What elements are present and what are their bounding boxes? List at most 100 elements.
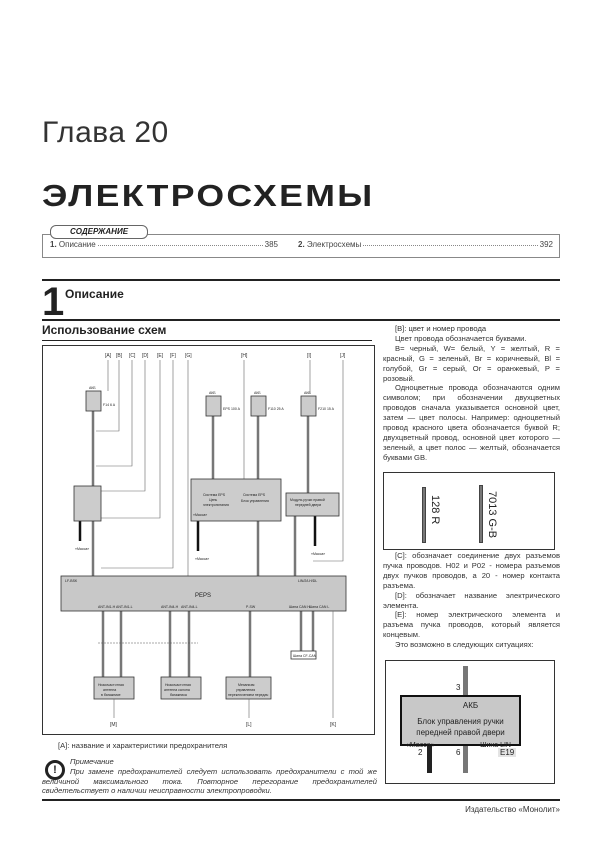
svg-text:в багажнике: в багажнике	[101, 693, 121, 697]
divider	[42, 340, 372, 341]
svg-text:P-SW: P-SW	[246, 605, 256, 609]
svg-text:АКБ: АКБ	[209, 391, 216, 395]
element-example-figure: АКБ Блок управления ручки передней право…	[385, 660, 555, 784]
svg-text:«Масса»: «Масса»	[311, 552, 325, 556]
svg-text:Цепь: Цепь	[209, 498, 217, 502]
section-title: Описание	[65, 287, 124, 301]
lightbulb-icon: !	[45, 760, 65, 780]
wire-icon	[427, 745, 432, 773]
svg-text:электропитания: электропитания	[203, 503, 229, 507]
svg-text:«Масса»: «Масса»	[193, 513, 207, 517]
lin-label: Шина LIN	[480, 742, 511, 749]
table-of-contents	[42, 234, 560, 258]
akb-label: АКБ	[462, 701, 479, 710]
svg-text:передней двери: передней двери	[295, 503, 321, 507]
svg-text:[E]: [E]	[157, 353, 164, 359]
svg-text:АКБ: АКБ	[254, 391, 261, 395]
svg-text:[H]: [H]	[241, 353, 248, 359]
svg-text:Система EPS: Система EPS	[243, 493, 266, 497]
svg-text:[L]: [L]	[246, 722, 252, 728]
svg-text:ANT-IN1-L: ANT-IN1-L	[116, 605, 133, 609]
connector-description: [C]: обозначает соединение двух разъемов…	[383, 551, 560, 650]
toc-page: 392	[539, 240, 553, 249]
svg-text:управления: управления	[236, 688, 255, 692]
svg-text:[I]: [I]	[307, 353, 312, 359]
toc-item[interactable]: 1. Описание 385	[50, 240, 278, 249]
toc-label-text: Описание	[58, 240, 96, 249]
svg-text:[B]: [B]	[116, 353, 123, 359]
svg-text:F210 15 A: F210 15 A	[318, 407, 335, 411]
chapter-heading: Глава 20	[42, 116, 169, 149]
svg-text:багажника: багажника	[170, 693, 187, 697]
svg-text:ANT-IN4-H: ANT-IN4-H	[161, 605, 179, 609]
wire-label: 128 R	[429, 495, 441, 525]
toc-num: 1.	[50, 240, 57, 249]
note-text: При замене предохранителей следует испол…	[42, 766, 377, 796]
ground-label: «Масса»	[406, 742, 435, 749]
svg-text:[F]: [F]	[170, 353, 176, 359]
svg-text:LIN/2/LH/DL: LIN/2/LH/DL	[298, 579, 317, 583]
wiring-diagram: [A] [B] [C] [D] [E] [F] [G] [H] [I] [J] F14 6 A EP…	[42, 345, 375, 735]
svg-text:[J]: [J]	[340, 353, 346, 359]
svg-text:ANT-IN1-H: ANT-IN1-H	[98, 605, 116, 609]
svg-text:[A]: [A]	[105, 353, 112, 359]
toc-label: СОДЕРЖАНИЕ	[50, 225, 148, 239]
svg-text:[C]: [C]	[129, 353, 136, 359]
wire-icon	[463, 666, 468, 696]
section-number: 1	[42, 280, 65, 324]
svg-text:[K]: [K]	[330, 722, 337, 728]
svg-text:«Масса»: «Масса»	[195, 557, 209, 561]
svg-text:[G]: [G]	[185, 353, 192, 359]
element-id: E19	[498, 748, 517, 757]
page-title: ЭЛЕКТРОСХЕМЫ	[42, 178, 375, 213]
element-name: передней правой двери	[416, 728, 505, 737]
svg-text:АКБ: АКБ	[304, 391, 311, 395]
svg-text:Механизм: Механизм	[238, 683, 255, 687]
toc-page: 385	[264, 240, 278, 249]
pin-number: 6	[456, 748, 461, 757]
wire-icon	[463, 745, 468, 773]
pin-number: 3	[456, 683, 461, 692]
pin-number: 2	[418, 748, 423, 757]
svg-text:F14 6 A: F14 6 A	[103, 403, 116, 407]
svg-text:Шина CAN H: Шина CAN H	[289, 605, 310, 609]
divider	[42, 319, 560, 321]
svg-text:антенна: антенна	[103, 688, 116, 692]
note-title: Примечание	[70, 757, 114, 766]
toc-num: 2.	[298, 240, 305, 249]
top-labels: [A] [B] [C] [D] [E] [F] [G] [H] [I] [J]	[105, 353, 346, 359]
caption: [A]: название и характеристики предохран…	[58, 741, 228, 750]
svg-text:Низкочастотная: Низкочастотная	[165, 683, 191, 687]
svg-text:«Масса»: «Масса»	[75, 547, 89, 551]
subsection-title: Использование схем	[42, 323, 167, 337]
svg-text:[M]: [M]	[110, 722, 118, 728]
svg-text:Шина CF-CAN: Шина CF-CAN	[293, 654, 317, 658]
svg-text:Шина CAN L: Шина CAN L	[309, 605, 329, 609]
publisher-footer: Издательство «Монолит»	[465, 805, 560, 814]
divider	[42, 799, 560, 801]
divider	[42, 279, 560, 281]
svg-text:F110 25 A: F110 25 A	[268, 407, 284, 411]
svg-text:EPS 100 A: EPS 100 A	[223, 407, 241, 411]
element-box: АКБ Блок управления ручки передней право…	[400, 695, 521, 749]
svg-text:Система EPS: Система EPS	[203, 493, 226, 497]
wire-icon	[422, 487, 426, 543]
toc-item[interactable]: 2. Электросхемы 392	[298, 240, 553, 249]
svg-text:антенна салона: антенна салона	[164, 688, 190, 692]
svg-text:переключением передач: переключением передач	[228, 693, 268, 697]
toc-label-text: Электросхемы	[306, 240, 362, 249]
note: Примечание При замене предохранителей сл…	[42, 757, 377, 796]
svg-text:Низкочастотная: Низкочастотная	[98, 683, 124, 687]
svg-text:[D]: [D]	[142, 353, 149, 359]
svg-text:LF-BSK: LF-BSK	[65, 579, 78, 583]
svg-text:Блок управления: Блок управления	[241, 499, 269, 503]
element-name: Блок управления ручки	[417, 717, 504, 726]
bus-label: PEPS	[195, 593, 211, 599]
svg-text:ANT-IN4-L: ANT-IN4-L	[181, 605, 198, 609]
wire-label: 7013 G-B	[486, 491, 498, 539]
svg-text:АКБ: АКБ	[89, 386, 96, 390]
svg-text:Модуль ручки правой: Модуль ручки правой	[290, 498, 325, 502]
wire-icon	[479, 485, 483, 543]
wire-example-figure: 128 R 7013 G-B	[383, 472, 555, 550]
